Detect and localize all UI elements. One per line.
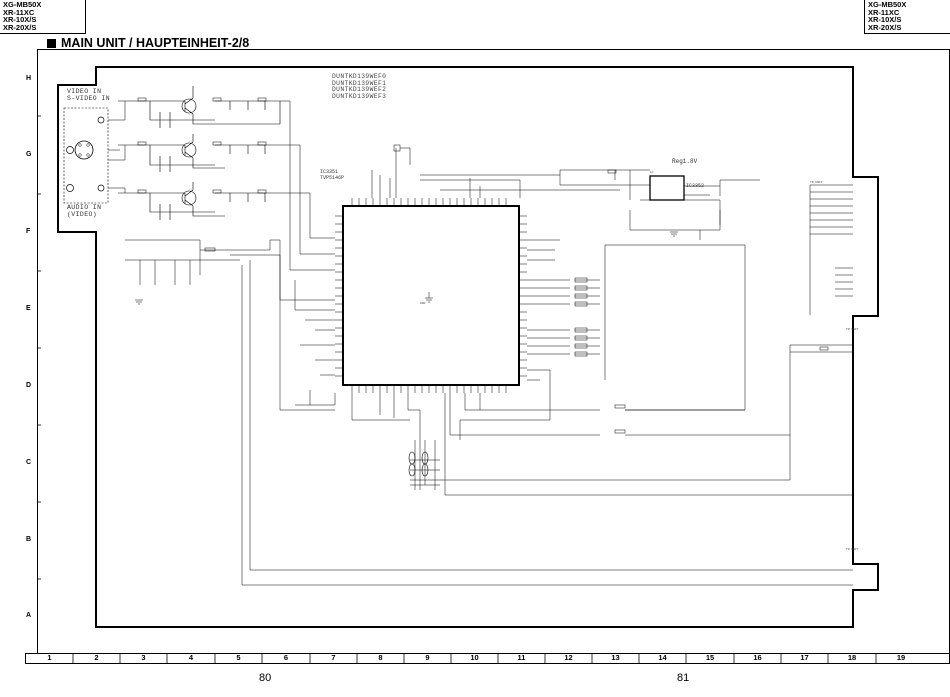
column-label: 4 — [188, 653, 194, 662]
part-number: DUNTKD139WEF3 — [332, 92, 387, 100]
ic-top-pins — [351, 198, 507, 206]
part-number: DUNTKD139WEF2 — [332, 86, 387, 93]
ic-bottom-pins — [351, 385, 507, 393]
column-label: 18 — [847, 653, 857, 662]
component-boxes — [137, 97, 829, 434]
column-label: 12 — [564, 653, 573, 662]
model-name: XR-11XC — [868, 7, 900, 17]
column-label: 17 — [800, 653, 809, 662]
column-label: 7 — [331, 653, 336, 662]
row-label: H — [26, 75, 32, 82]
column-label: 19 — [896, 653, 906, 662]
row-label: D — [26, 382, 32, 389]
audio-video-label: (VIDEO) — [67, 211, 98, 218]
ic3351-label: IC3351 TVP5146P — [320, 169, 344, 181]
column-label: 2 — [94, 653, 99, 662]
svideo-jack — [74, 140, 94, 160]
ic3351-body — [342, 205, 520, 386]
page-title-text: MAIN UNIT / HAUPTEINHEIT-2/8 — [61, 36, 250, 50]
transistor-stage-lower — [118, 182, 285, 220]
model-name: XR-11XC — [3, 7, 35, 17]
row-ticks — [37, 115, 41, 580]
part-number-list: DUNTKD139WEF0 DUNTKD139WEF1 DUNTKD139WEF… — [332, 73, 387, 100]
part-number: DUNTKD139WEF0 — [332, 73, 387, 80]
row-label: F — [26, 228, 31, 235]
video-in-label: VIDEO IN — [67, 88, 102, 95]
model-name: XR-20X/S — [868, 22, 902, 32]
transistor-stage-upper — [118, 86, 285, 128]
row-label: A — [26, 612, 32, 619]
row-label: G — [26, 151, 32, 158]
column-label: 13 — [611, 653, 620, 662]
regulator-label: Reg1.8V — [672, 158, 698, 165]
input-connector-box — [63, 107, 109, 204]
ic-right-pins — [519, 215, 527, 377]
audio-in-label: AUDIO IN — [67, 204, 102, 211]
column-label: 8 — [378, 653, 383, 662]
page-number-right: 81 — [677, 672, 690, 684]
svg-text:IC: IC — [650, 171, 654, 174]
ic3351-ref: IC3351 — [320, 169, 339, 175]
model-list-left: XG-MB50X XR-11XC XR-10X/S XR-20X/S — [0, 0, 86, 34]
svg-text:TO UNIT: TO UNIT — [846, 548, 859, 551]
ground-symbols — [135, 231, 678, 305]
transistor-stage-middle — [118, 134, 285, 172]
column-label: 5 — [236, 653, 241, 662]
board-outline — [57, 66, 879, 628]
row-label: E — [26, 305, 31, 312]
column-label: 1 — [47, 653, 52, 662]
page-number-left: 80 — [259, 672, 272, 684]
model-name: XR-10X/S — [868, 15, 902, 25]
input-label-group: VIDEO IN S-VIDEO IN — [67, 88, 110, 102]
svg-text:GND: GND — [420, 302, 426, 305]
column-label: 9 — [425, 653, 430, 662]
column-label: 6 — [283, 653, 289, 662]
svideo-in-label: S-VIDEO IN — [67, 95, 111, 102]
svg-text:TO UNIT: TO UNIT — [810, 181, 823, 184]
svg-text:TO UNIT: TO UNIT — [846, 328, 859, 331]
ic3352-ref: IC3352 — [686, 183, 705, 189]
row-label: B — [26, 536, 32, 543]
ic3352-body — [649, 175, 685, 201]
model-name: XG-MB50X — [3, 0, 42, 9]
model-name: XR-10X/S — [3, 15, 37, 25]
row-label: C — [26, 459, 32, 466]
filter-coils — [408, 451, 429, 477]
ic3351-part: TVP5146P — [320, 175, 345, 181]
model-name: XG-MB50X — [868, 0, 907, 9]
column-label: 3 — [141, 653, 146, 662]
column-label: 10 — [470, 653, 479, 662]
column-label: 11 — [517, 653, 526, 662]
title-bullet-icon — [47, 38, 56, 48]
signal-wiring — [108, 100, 853, 586]
column-label: 14 — [658, 653, 667, 662]
ic-left-pins — [335, 215, 343, 377]
column-label: 15 — [705, 653, 715, 662]
model-name: XR-20X/S — [3, 22, 37, 32]
part-number: DUNTKD139WEF1 — [332, 79, 387, 87]
page-title: MAIN UNIT / HAUPTEINHEIT-2/8 — [47, 36, 249, 50]
column-label: 16 — [753, 653, 762, 662]
grid-frame — [37, 49, 950, 654]
audio-label-group: AUDIO IN (VIDEO) — [67, 204, 101, 218]
model-list-right: XG-MB50X XR-11XC XR-10X/S XR-20X/S — [864, 0, 950, 34]
column-dividers — [72, 653, 877, 664]
